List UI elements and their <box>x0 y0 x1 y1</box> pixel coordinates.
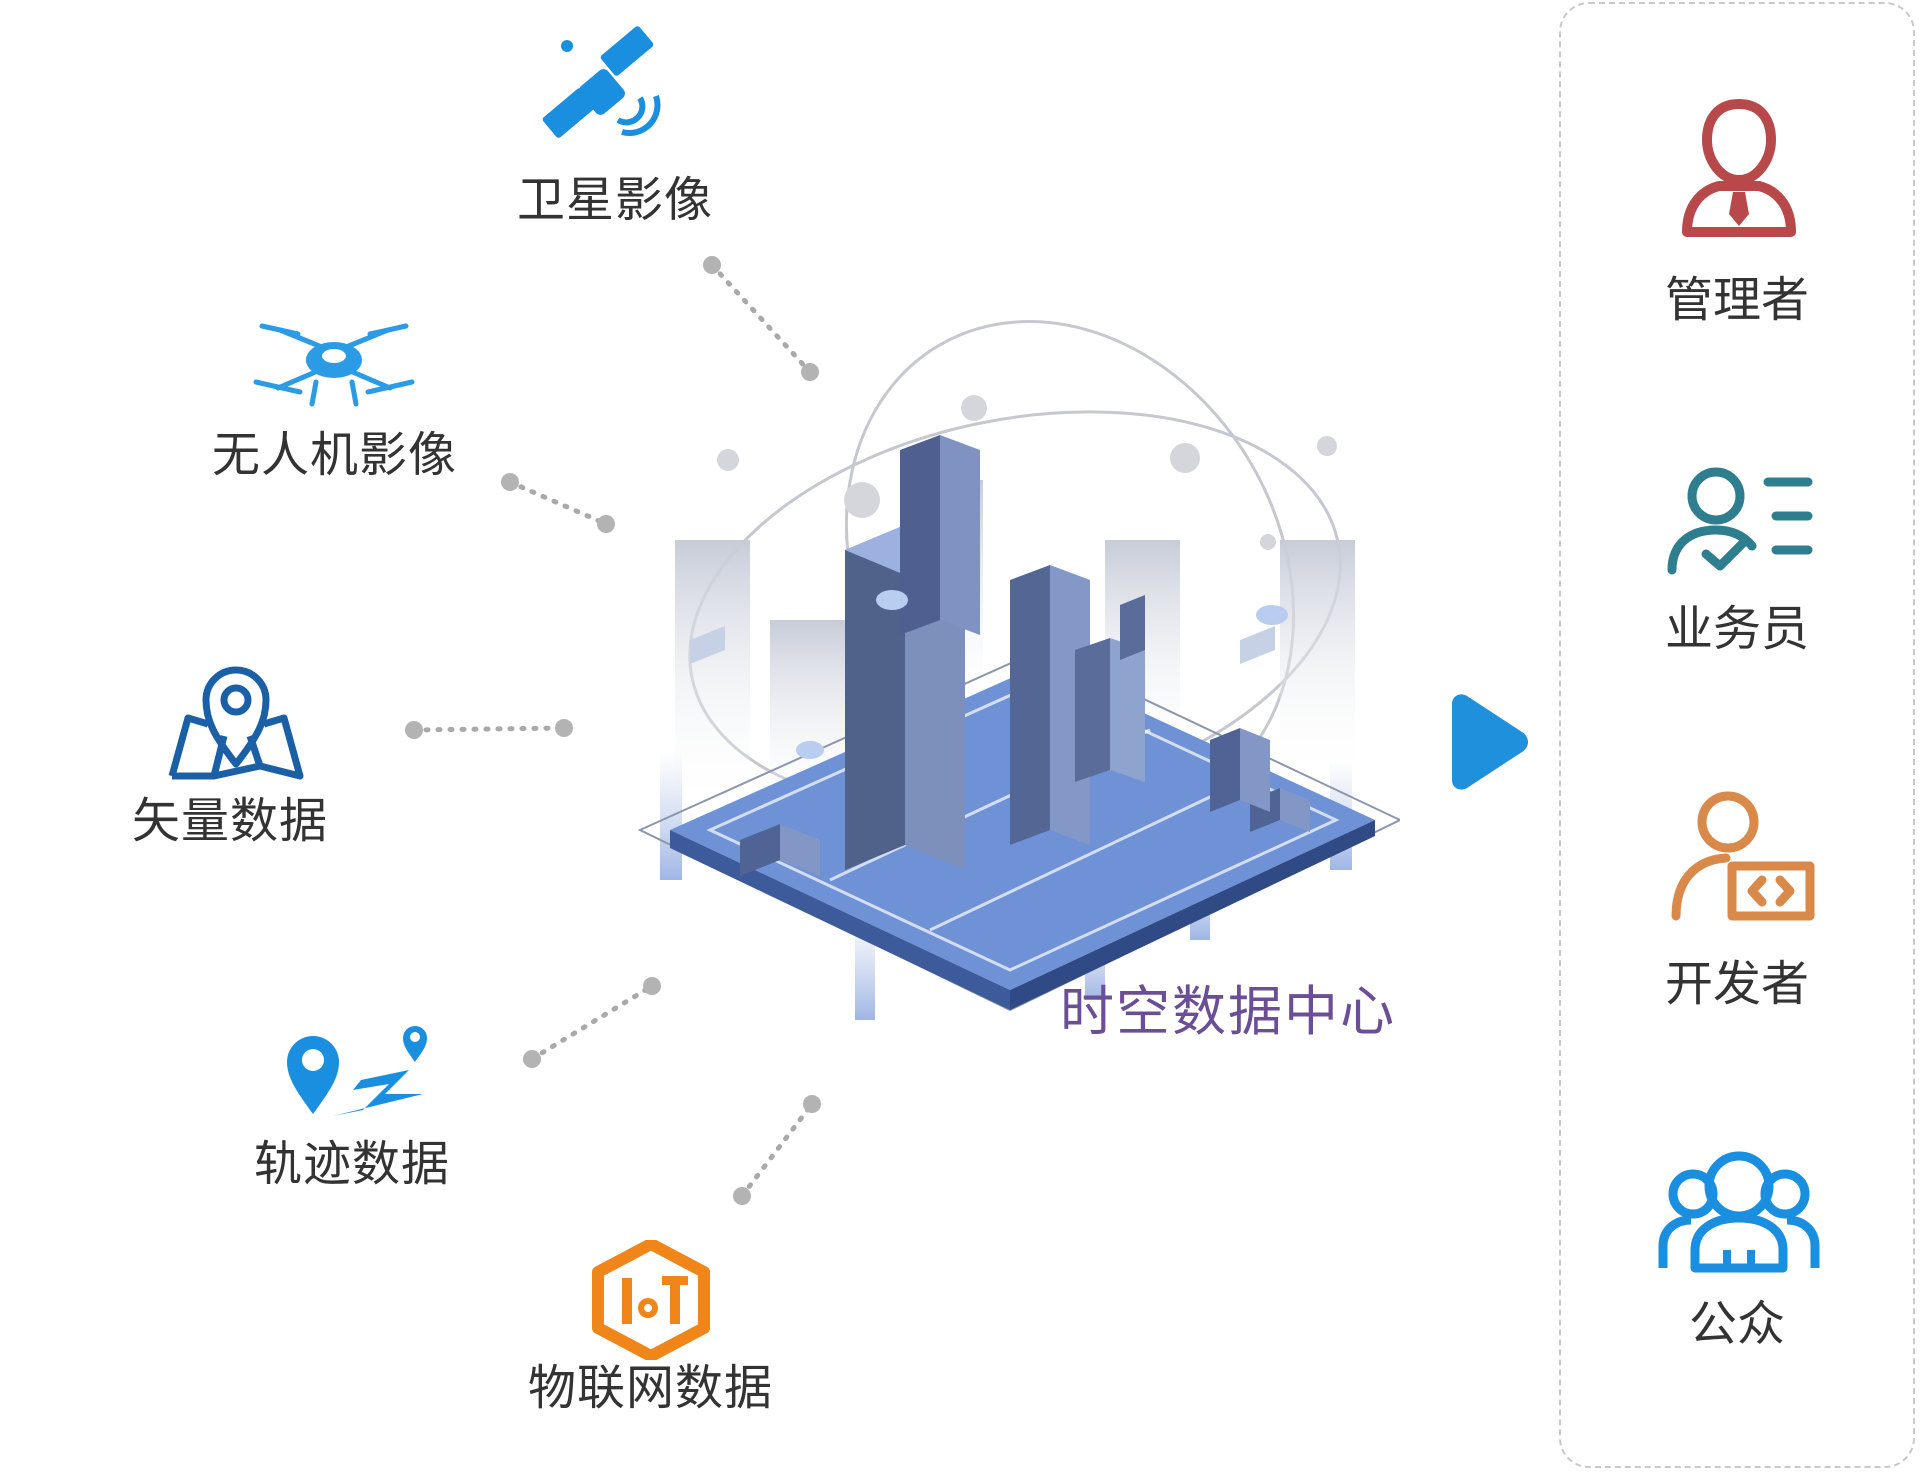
manager-icon <box>1682 99 1796 237</box>
trajectory-icon <box>287 1026 427 1116</box>
smart-city-illustration <box>637 320 1400 1020</box>
public-group-icon <box>1658 1151 1820 1273</box>
connector-dot <box>523 1050 541 1068</box>
iot-icon <box>592 1240 710 1360</box>
developer-icon <box>1671 791 1815 921</box>
center-title: 时空数据中心 <box>1060 980 1396 1043</box>
role-label-developer: 开发者 <box>1664 956 1809 1012</box>
connector-dot <box>405 721 423 739</box>
role-label-manager: 管理者 <box>1664 272 1809 328</box>
source-label-vector: 矢量数据 <box>132 793 329 849</box>
connector-dot <box>555 719 573 737</box>
connector-trajectory <box>529 983 655 1062</box>
satellite-icon <box>542 26 661 138</box>
connector-dot <box>801 363 819 381</box>
connector-dot <box>803 1095 821 1113</box>
source-label-drone: 无人机影像 <box>212 427 458 483</box>
drone-icon <box>253 323 415 407</box>
connector-dot <box>733 1187 751 1205</box>
connector-vector <box>411 725 567 733</box>
connector-dot <box>597 515 615 533</box>
connector-satellite <box>709 262 813 375</box>
source-label-iot: 物联网数据 <box>528 1360 774 1416</box>
source-label-trajectory: 轨迹数据 <box>254 1136 451 1192</box>
connector-dot <box>501 473 519 491</box>
connector-iot <box>739 1101 815 1199</box>
connector-dot <box>703 256 721 274</box>
map-pin-icon <box>168 666 304 780</box>
connector-drone <box>507 479 609 527</box>
roles-panel <box>1559 2 1915 1468</box>
role-label-public: 公众 <box>1688 1296 1785 1352</box>
role-label-clerk: 业务员 <box>1664 601 1809 657</box>
connector-dot <box>643 977 661 995</box>
source-label-satellite: 卫星影像 <box>517 172 714 228</box>
play-arrow-icon <box>1452 694 1528 790</box>
clerk-icon <box>1667 467 1813 575</box>
